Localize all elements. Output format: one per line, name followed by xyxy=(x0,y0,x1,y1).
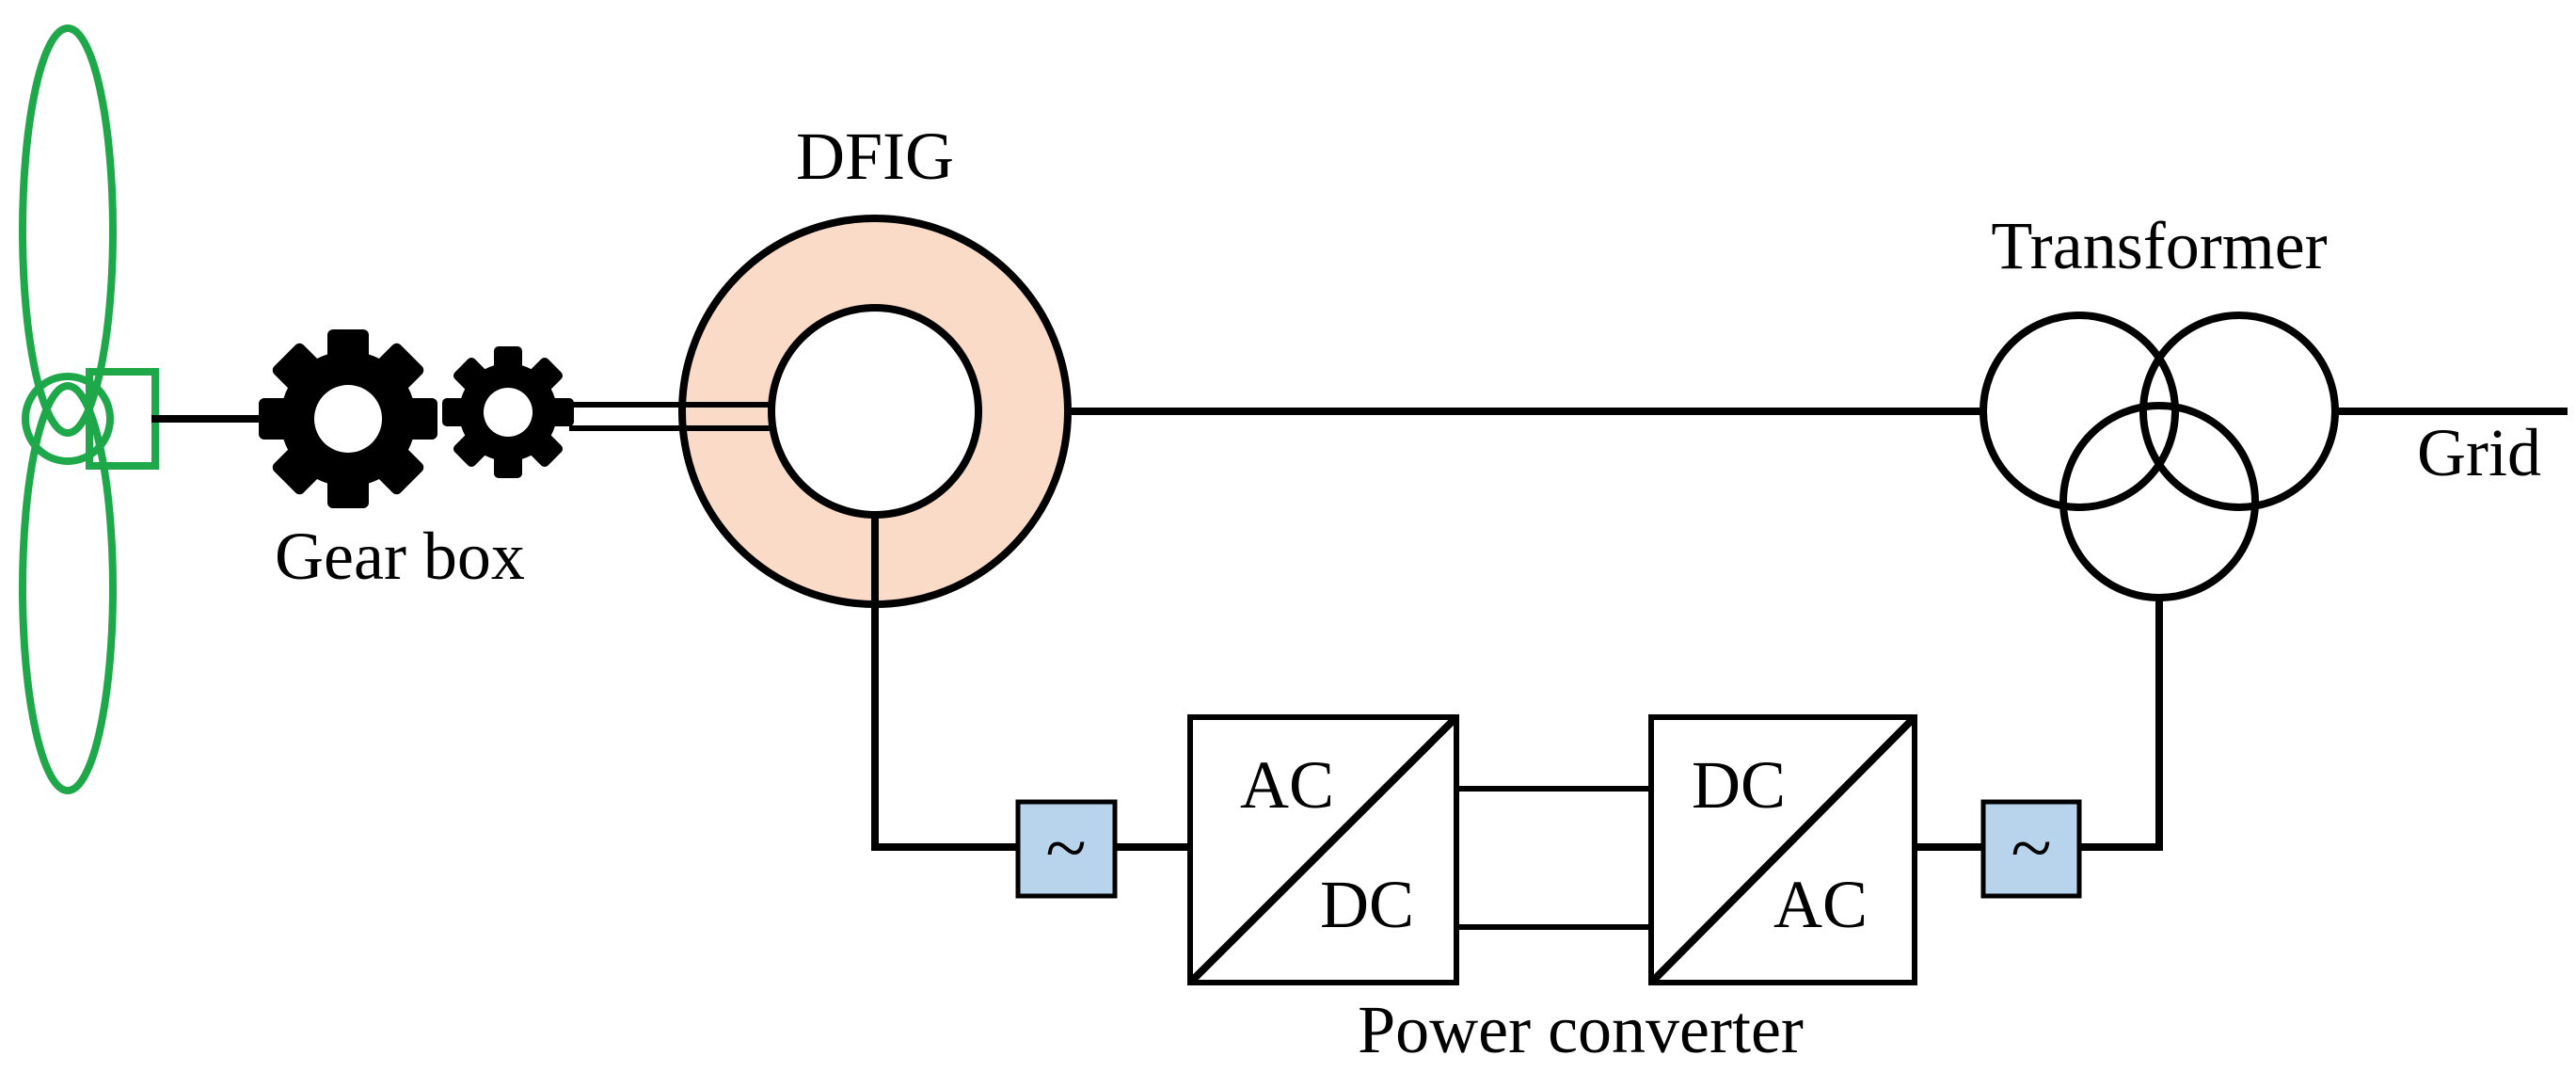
dfig-generator-icon xyxy=(569,215,1072,608)
wind-turbine-icon xyxy=(19,24,159,794)
dc-link xyxy=(1456,786,1651,930)
gearbox-icon xyxy=(259,329,574,508)
grid-label: Grid xyxy=(2417,415,2541,490)
grid-side-converter: DC AC xyxy=(1648,714,1917,985)
large-gear-icon xyxy=(259,329,437,508)
grid-side-filter: ~ xyxy=(1980,799,2082,899)
small-gear-icon xyxy=(442,346,574,478)
transformer-label: Transformer xyxy=(1991,208,2327,283)
rotor-filter-symbol: ~ xyxy=(1045,808,1086,890)
grid-filter-symbol: ~ xyxy=(2011,808,2051,890)
gsc-ac-label: AC xyxy=(1773,867,1868,942)
gsc-dc-label: DC xyxy=(1692,747,1786,823)
rotor-feed-line xyxy=(871,511,1022,851)
transformer-icon xyxy=(1980,312,2339,601)
rotor-side-filter: ~ xyxy=(1015,799,1118,899)
power-converter-label: Power converter xyxy=(1358,992,1804,1067)
transformer-feed-line xyxy=(2075,594,2163,851)
rsc-dc-label: DC xyxy=(1320,867,1414,942)
turbine-blade-top xyxy=(19,24,117,437)
dfig-label: DFIG xyxy=(796,119,954,194)
turbine-hub xyxy=(22,373,114,465)
rsc-ac-label: AC xyxy=(1240,747,1334,823)
gearbox-label: Gear box xyxy=(275,519,525,594)
dfig-rotor xyxy=(768,304,982,519)
turbine-blade-bottom xyxy=(19,382,117,794)
rotor-side-converter: AC DC xyxy=(1187,714,1459,985)
